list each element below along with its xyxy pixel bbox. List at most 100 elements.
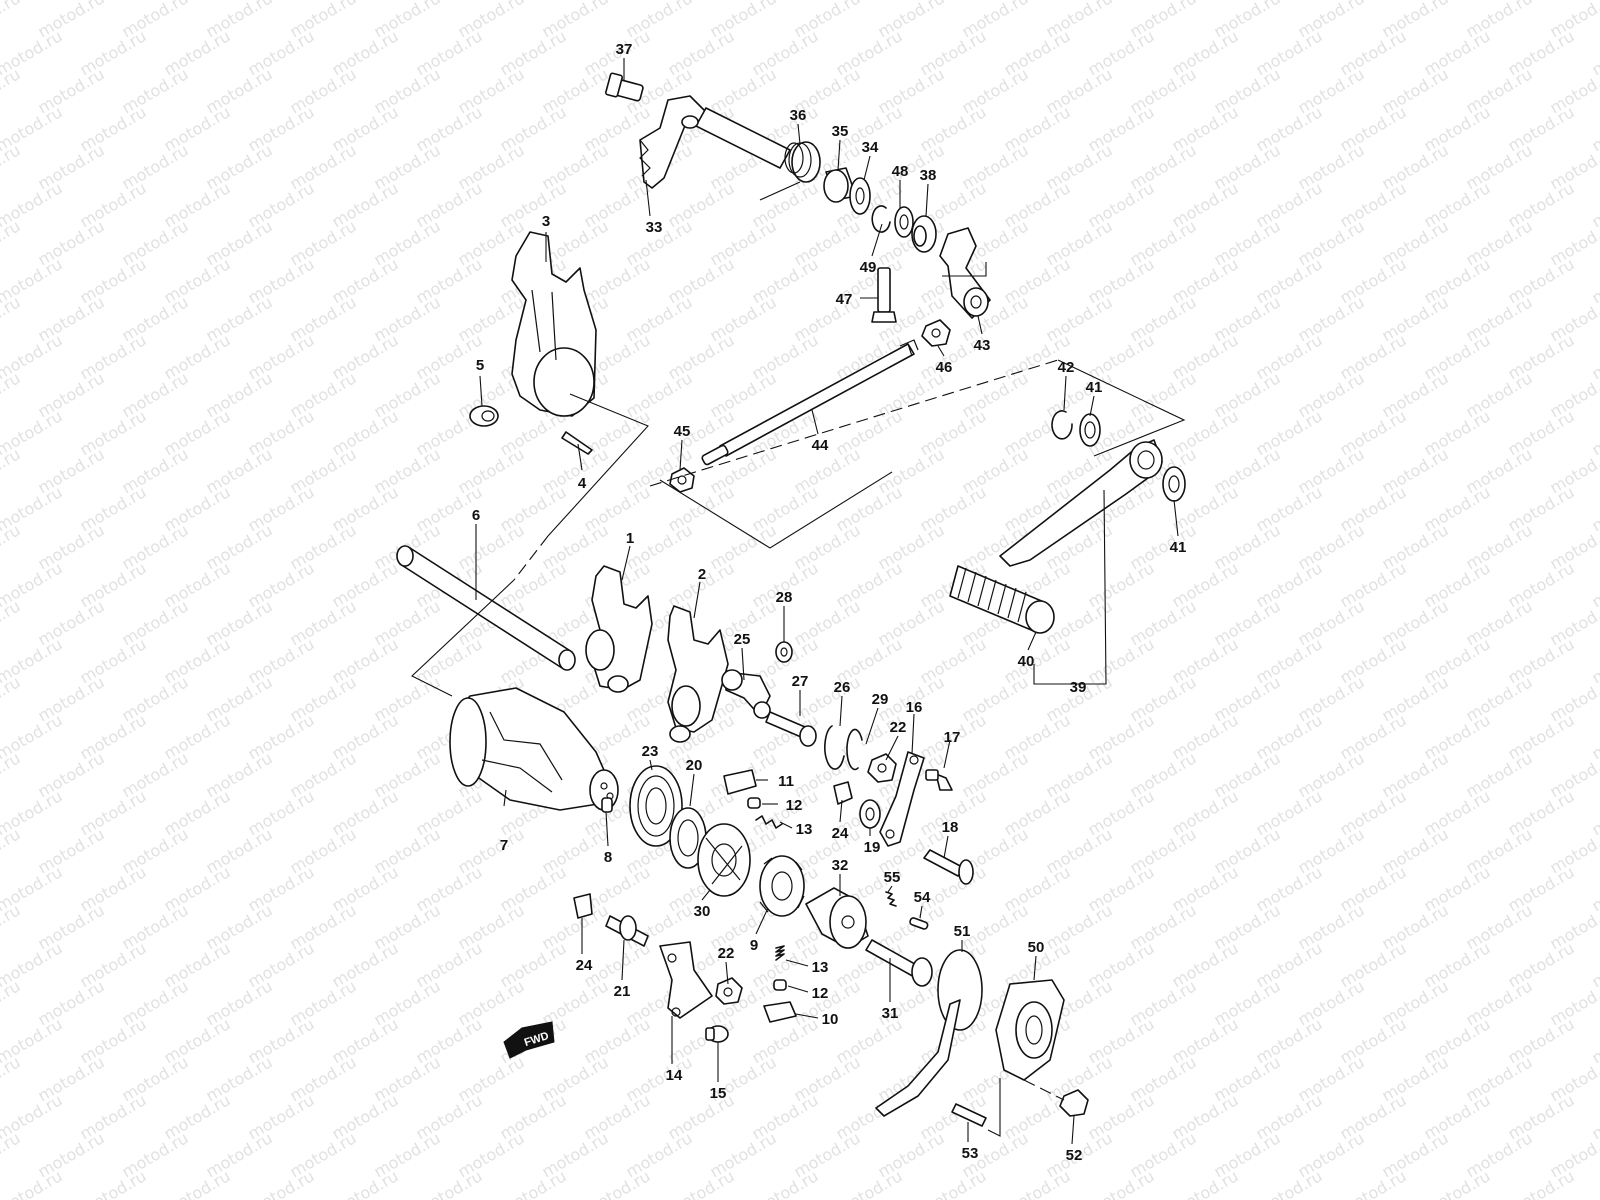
part-34-washer xyxy=(849,177,871,215)
part-15-screw xyxy=(705,1025,729,1043)
callout-41-lower: 41 xyxy=(1170,539,1187,556)
part-51-o-ring-harness xyxy=(875,949,983,1117)
part-55-spring xyxy=(885,891,897,907)
part-13-spring-upper xyxy=(755,815,783,829)
callout-55: 55 xyxy=(884,869,901,886)
callout-47: 47 xyxy=(836,291,853,308)
callout-54: 54 xyxy=(914,889,931,906)
watermark-text: motod.ru xyxy=(581,1166,654,1200)
callout-28: 28 xyxy=(776,589,793,606)
callout-36: 36 xyxy=(790,107,807,124)
callout-33: 33 xyxy=(646,219,663,236)
part-44-gearshift-shaft-long xyxy=(701,339,919,466)
callout-53: 53 xyxy=(962,1145,979,1162)
callout-14: 14 xyxy=(666,1067,683,1084)
watermark-text: motod.ru xyxy=(0,596,24,649)
watermark-text: motod.ru xyxy=(0,1128,24,1181)
callout-43: 43 xyxy=(974,337,991,354)
part-6-fork-shaft xyxy=(396,545,576,671)
callout-42: 42 xyxy=(1058,359,1075,376)
callout-24-left: 24 xyxy=(576,957,593,974)
part-23-bearing xyxy=(629,765,683,847)
watermark-text: motod.ru xyxy=(665,1166,738,1200)
watermark-text: motod.ru xyxy=(0,824,24,877)
watermark-text: motod.ru xyxy=(0,1052,24,1105)
callout-18: 18 xyxy=(942,819,959,836)
watermark-text: motod.ru xyxy=(0,976,24,1029)
part-52-bolt xyxy=(1059,1089,1089,1117)
callout-35: 35 xyxy=(832,123,849,140)
callout-9: 9 xyxy=(750,937,758,954)
part-41-washer-lower xyxy=(1162,466,1186,502)
part-4-cotter-pin xyxy=(561,431,593,455)
part-47-bolt xyxy=(871,267,897,323)
part-5-guide-pin xyxy=(469,405,499,427)
part-16-stopper-plate xyxy=(879,751,925,847)
part-14-bracket xyxy=(659,941,713,1019)
callout-50: 50 xyxy=(1028,939,1045,956)
callout-31: 31 xyxy=(882,1005,899,1022)
watermark-text: motod.ru xyxy=(0,1166,66,1200)
part-25-cam-stopper xyxy=(721,669,771,719)
part-50-gear-position-switch xyxy=(995,979,1065,1081)
callout-45: 45 xyxy=(674,423,691,440)
watermark-text: motod.ru xyxy=(161,1166,234,1200)
watermark-text: motod.ru xyxy=(1001,1166,1074,1200)
callout-10: 10 xyxy=(822,1011,839,1028)
callout-6: 6 xyxy=(472,507,480,524)
part-49-circlip xyxy=(871,205,891,233)
callout-27: 27 xyxy=(792,673,809,690)
watermark-text: motod.ru xyxy=(833,1166,906,1200)
callout-46: 46 xyxy=(936,359,953,376)
callout-3: 3 xyxy=(542,213,550,230)
part-36-return-spring xyxy=(759,141,821,201)
part-22-nut-upper xyxy=(867,753,897,783)
part-28-washer xyxy=(775,641,793,663)
part-39-gearshift-lever xyxy=(999,439,1163,567)
part-26-spring xyxy=(824,725,845,770)
part-43-shift-lever-joint xyxy=(939,227,991,319)
callout-41-upper: 41 xyxy=(1086,379,1103,396)
part-24-spacer-right xyxy=(833,781,853,805)
callout-17: 17 xyxy=(944,729,961,746)
part-32-cam-stopper-shaft xyxy=(805,887,869,949)
callout-32: 32 xyxy=(832,857,849,874)
part-13-spring-lower xyxy=(775,945,785,961)
callout-20: 20 xyxy=(686,757,703,774)
watermark-text: motod.ru xyxy=(0,368,24,421)
callout-25: 25 xyxy=(734,631,751,648)
watermark-text: motod.ru xyxy=(245,1166,318,1200)
callout-16: 16 xyxy=(906,699,923,716)
part-11-pawl xyxy=(723,769,757,795)
part-41-washer-upper xyxy=(1079,413,1101,447)
watermark-text: motod.ru xyxy=(1085,1166,1158,1200)
watermark-text: motod.ru xyxy=(0,520,24,573)
callout-40: 40 xyxy=(1018,653,1035,670)
part-53-stud xyxy=(951,1103,987,1127)
part-20-washer xyxy=(669,807,707,869)
part-9-pawl-lifter xyxy=(759,855,805,917)
part-54-pin xyxy=(909,917,929,930)
callout-2: 2 xyxy=(698,566,706,583)
callout-21: 21 xyxy=(614,983,631,1000)
part-30-cam-guide xyxy=(697,823,751,897)
watermark-text: motod.ru xyxy=(1421,1166,1494,1200)
watermark-text: motod.ru xyxy=(1505,1166,1578,1200)
callout-4: 4 xyxy=(578,475,587,492)
callout-19: 19 xyxy=(864,839,881,856)
watermark-text: motod.ru xyxy=(0,140,24,193)
leader-lines xyxy=(411,58,1186,1145)
watermark-text: motod.ru xyxy=(329,1166,402,1200)
callout-23: 23 xyxy=(642,743,659,760)
part-7-gearshift-cam xyxy=(449,687,619,811)
part-21-stud xyxy=(605,915,649,947)
part-31-bolt xyxy=(865,939,933,987)
part-38-oil-seal xyxy=(911,215,937,253)
watermark-text: motod.ru xyxy=(0,216,24,269)
callout-7: 7 xyxy=(500,837,508,854)
callout-48: 48 xyxy=(892,163,909,180)
watermark-text: motod.ru xyxy=(749,1166,822,1200)
callout-37: 37 xyxy=(616,41,633,58)
callout-26: 26 xyxy=(834,679,851,696)
callout-38: 38 xyxy=(920,167,937,184)
